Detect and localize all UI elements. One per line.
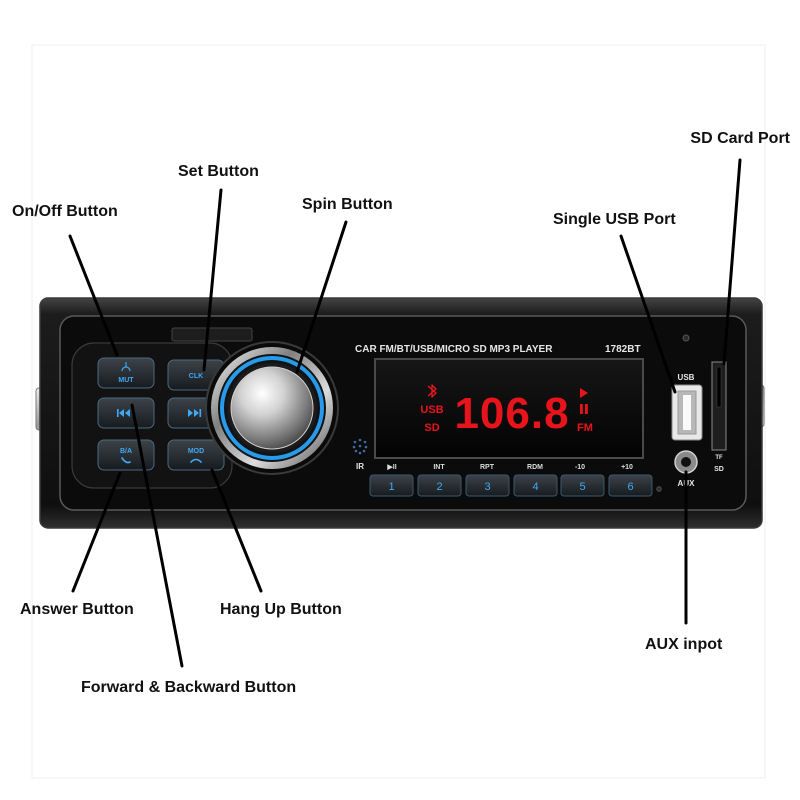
device-title: CAR FM/BT/USB/MICRO SD MP3 PLAYER bbox=[355, 344, 553, 355]
top-slot bbox=[171, 327, 253, 342]
label-aux-input: AUX inpot bbox=[645, 636, 723, 653]
leader-hang-up-button bbox=[210, 468, 263, 593]
preset-number: 5 bbox=[579, 481, 585, 493]
ir-sensor: IR bbox=[352, 438, 368, 471]
device-model: 1782BT bbox=[605, 344, 641, 355]
preset-button-6: 6 bbox=[608, 474, 653, 497]
label-answer-button: Answer Button bbox=[20, 601, 134, 618]
label-forward-backward-button: Forward & Backward Button bbox=[81, 679, 296, 696]
clock-button-label: CLK bbox=[189, 373, 203, 380]
previous-track-button bbox=[97, 397, 155, 429]
display-sd-indicator: SD bbox=[424, 422, 439, 434]
image-frame bbox=[31, 44, 766, 779]
label-single-usb-port: Single USB Port bbox=[553, 211, 676, 228]
leader-set-button bbox=[202, 188, 223, 372]
leader-forward-backward-button bbox=[130, 403, 184, 668]
mode-hangup-button: MOD bbox=[167, 439, 225, 471]
leader-sd-card-port bbox=[722, 158, 742, 366]
label-on-off-button: On/Off Button bbox=[12, 203, 118, 220]
label-hang-up-button: Hang Up Button bbox=[220, 601, 342, 618]
tf-slot-label: TF bbox=[715, 455, 723, 461]
leader-spin-button bbox=[295, 220, 348, 374]
leader-usb-port bbox=[619, 234, 677, 394]
bluetooth-icon bbox=[427, 384, 437, 398]
preset-label: INT bbox=[433, 464, 445, 471]
preset-button-1: 1 bbox=[369, 474, 414, 497]
ir-label: IR bbox=[356, 462, 364, 471]
preset-label: RPT bbox=[480, 464, 495, 471]
preset-label: RDM bbox=[527, 464, 543, 471]
mute-power-button: MUT bbox=[97, 357, 155, 389]
label-spin-button: Spin Button bbox=[302, 196, 393, 213]
car-radio-unit: MUT CLK bbox=[35, 297, 765, 529]
usb-port-label: USB bbox=[678, 373, 695, 382]
next-track-icon bbox=[188, 409, 202, 417]
left-button-cluster: MUT CLK bbox=[71, 342, 233, 489]
answer-button: B/A bbox=[97, 439, 155, 471]
reset-hole bbox=[656, 486, 662, 492]
leader-lines bbox=[68, 158, 742, 668]
mode-button-label: MOD bbox=[188, 448, 204, 455]
knob-cap bbox=[230, 366, 314, 450]
lcd-display: USB SD 106.8 FM bbox=[374, 358, 644, 459]
pause-icon bbox=[580, 404, 588, 414]
preset-number: 2 bbox=[436, 481, 442, 493]
display-band: FM bbox=[577, 422, 593, 434]
play-icon bbox=[580, 388, 588, 398]
preset-number: 4 bbox=[532, 481, 538, 493]
preset-button-2: 2 bbox=[417, 474, 462, 497]
display-usb-indicator: USB bbox=[420, 404, 443, 416]
aux-jack bbox=[674, 450, 698, 474]
phone-hangup-icon bbox=[190, 458, 202, 463]
preset-label: ▶II bbox=[386, 464, 396, 471]
sd-slot-label: SD bbox=[714, 466, 724, 473]
preset-label: -10 bbox=[575, 464, 585, 471]
preset-button-3: 3 bbox=[465, 474, 510, 497]
preset-number: 6 bbox=[627, 481, 633, 493]
preset-label: +10 bbox=[621, 464, 633, 471]
usb-port bbox=[671, 384, 703, 441]
spin-knob bbox=[205, 341, 339, 475]
preset-button-5: 5 bbox=[560, 474, 605, 497]
preset-number: 1 bbox=[388, 481, 394, 493]
label-sd-card-port: SD Card Port bbox=[690, 130, 790, 147]
speaker-grille bbox=[352, 438, 368, 455]
indicator-dot bbox=[682, 334, 690, 342]
display-frequency: 106.8 bbox=[454, 389, 569, 438]
label-set-button: Set Button bbox=[178, 163, 259, 180]
mute-button-label: MUT bbox=[118, 377, 134, 384]
preset-button-4: 4 bbox=[513, 474, 558, 497]
preset-number: 3 bbox=[484, 481, 490, 493]
leader-on-off-button bbox=[68, 234, 119, 357]
sd-card-slot bbox=[711, 361, 727, 451]
knob-blue-ring bbox=[220, 356, 324, 460]
phone-answer-icon bbox=[121, 457, 131, 464]
preset-function-labels: ▶II INT RPT RDM -10 +10 bbox=[386, 464, 633, 471]
leader-answer-button bbox=[71, 471, 122, 593]
callout-labels: SD Card Port Set Button Spin Button On/O… bbox=[12, 130, 791, 696]
previous-track-icon bbox=[117, 409, 130, 417]
answer-button-label: B/A bbox=[120, 448, 132, 455]
preset-buttons: 1 2 3 4 5 6 bbox=[369, 474, 653, 497]
